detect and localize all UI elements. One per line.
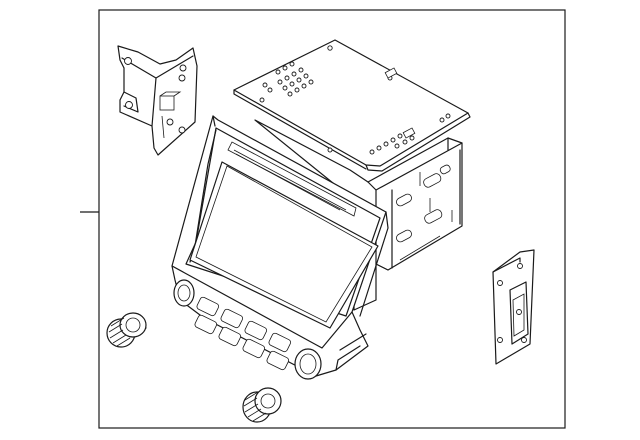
control-panel [171,265,369,380]
head-unit-display [171,115,389,349]
circuit-board-cover [233,39,471,172]
tuning-knob [242,387,282,423]
frame-border [98,9,566,429]
volume-knob [106,312,147,348]
mounting-bracket-left [117,45,198,156]
mounting-bracket-right [492,249,535,365]
